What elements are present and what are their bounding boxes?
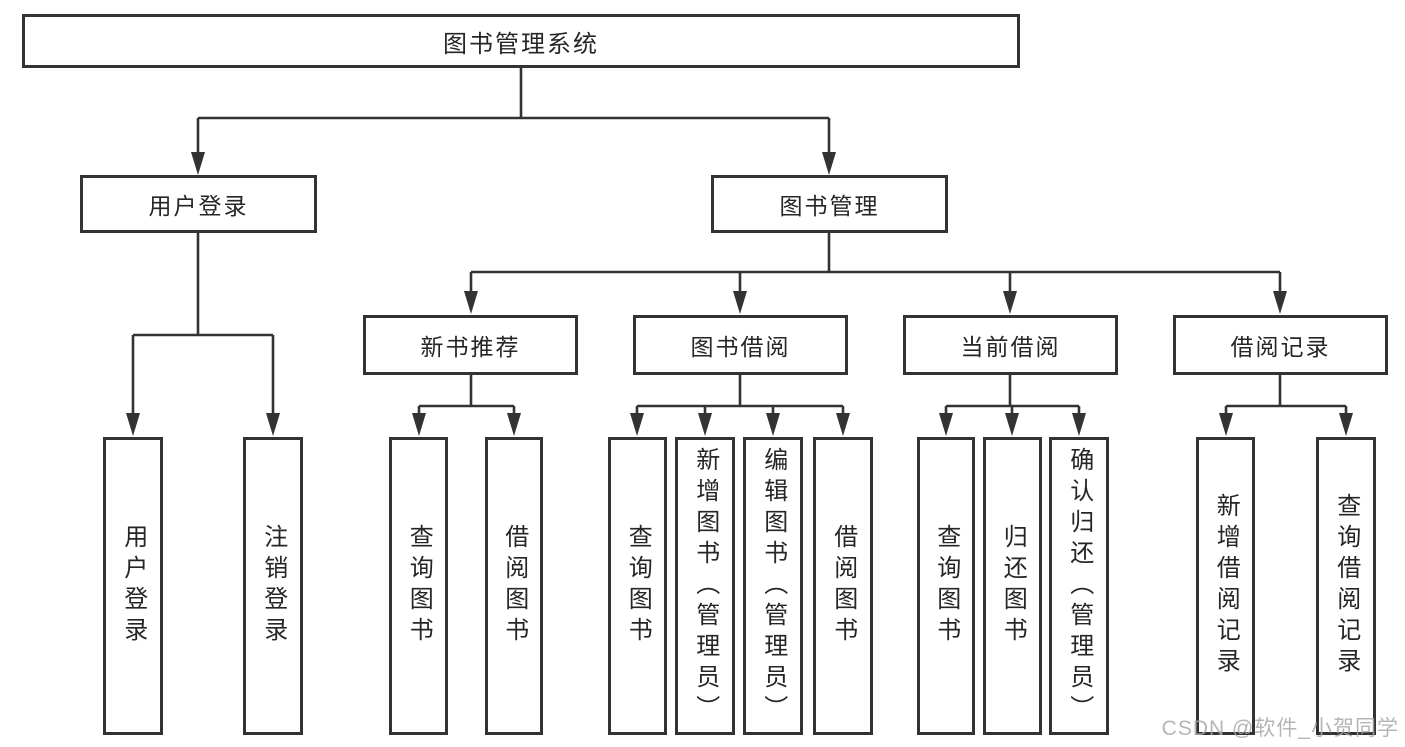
leaf-borrow-books-1: 借阅图书 [485, 437, 543, 735]
leaf-label: 注销登录 [259, 524, 287, 648]
leaf-label: 借阅图书 [829, 524, 857, 648]
node-new-book-recommend: 新书推荐 [363, 315, 578, 375]
leaf-label: 用户登录 [119, 524, 147, 648]
leaf-logout: 注销登录 [243, 437, 303, 735]
node-book-management: 图书管理 [711, 175, 948, 233]
node-label: 图书管理 [779, 193, 880, 219]
arrowhead [1072, 413, 1086, 436]
arrowhead [266, 413, 280, 436]
arrowhead [412, 413, 426, 436]
arrowhead [698, 413, 712, 436]
leaf-label: 借阅图书 [500, 524, 528, 648]
leaf-borrow-books-2: 借阅图书 [813, 437, 873, 735]
leaf-label: 查询图书 [624, 524, 652, 648]
leaf-confirm-return-admin: 确认归还（管理员） [1049, 437, 1109, 735]
arrowhead [1219, 413, 1233, 436]
leaf-add-book-admin: 新增图书（管理员） [675, 437, 735, 735]
leaf-return-book: 归还图书 [983, 437, 1042, 735]
leaf-label: 新增借阅记录 [1212, 493, 1240, 679]
arrowhead [507, 413, 521, 436]
leaf-edit-book-admin: 编辑图书（管理员） [743, 437, 803, 735]
leaf-user-login: 用户登录 [103, 437, 163, 735]
node-user-login-group: 用户登录 [80, 175, 317, 233]
leaf-query-books-1: 查询图书 [389, 437, 448, 735]
node-label: 新书推荐 [420, 334, 521, 360]
leaf-add-borrow-record: 新增借阅记录 [1196, 437, 1255, 735]
leaf-label: 查询图书 [932, 524, 960, 648]
node-root-label: 图书管理系统 [443, 30, 599, 58]
node-label: 用户登录 [148, 193, 249, 219]
arrowhead [766, 413, 780, 436]
arrowhead [836, 413, 850, 436]
node-book-borrow: 图书借阅 [633, 315, 848, 375]
arrowhead [939, 413, 953, 436]
arrowhead [733, 291, 747, 314]
node-root: 图书管理系统 [22, 14, 1020, 68]
leaf-label: 查询图书 [405, 524, 433, 648]
leaf-label: 归还图书 [999, 524, 1027, 648]
leaf-query-books-2: 查询图书 [608, 437, 667, 735]
arrowhead [464, 291, 478, 314]
leaf-label: 编辑图书（管理员） [759, 446, 787, 726]
leaf-query-books-3: 查询图书 [917, 437, 975, 735]
watermark: CSDN @软件_小贺同学 [1161, 717, 1399, 740]
arrowhead [126, 413, 140, 436]
arrowhead [822, 152, 836, 175]
leaf-label: 确认归还（管理员） [1065, 446, 1093, 726]
node-label: 借阅记录 [1230, 334, 1331, 360]
leaf-label: 新增图书（管理员） [691, 446, 719, 726]
node-current-borrow: 当前借阅 [903, 315, 1118, 375]
leaf-label: 查询借阅记录 [1332, 493, 1360, 679]
arrowhead [1339, 413, 1353, 436]
arrowhead [630, 413, 644, 436]
node-label: 当前借阅 [960, 334, 1061, 360]
arrowhead [1273, 291, 1287, 314]
arrowhead [1005, 413, 1019, 436]
node-label: 图书借阅 [690, 334, 791, 360]
leaf-query-borrow-record: 查询借阅记录 [1316, 437, 1376, 735]
node-borrow-records: 借阅记录 [1173, 315, 1388, 375]
arrowhead [191, 152, 205, 175]
arrowhead [1003, 291, 1017, 314]
